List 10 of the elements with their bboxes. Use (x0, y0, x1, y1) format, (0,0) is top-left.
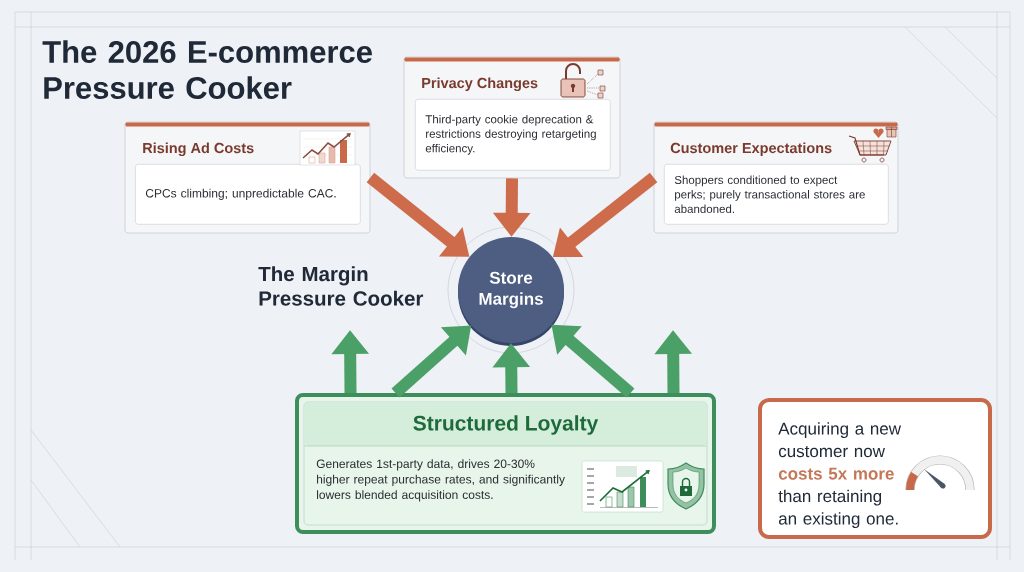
card-heading: Customer Expectations (670, 142, 832, 156)
card-heading: Privacy Changes (422, 77, 538, 92)
description-box: Third-party cookie deprecation & restrictions destroying retargeting efficiency. (415, 99, 611, 171)
subtitle: The Margin Pressure Cooker (258, 266, 424, 306)
description-text: Generates 1st-party data, drives 20-30% higher repeat purchase rates, and significantly lowers blended acquisition costs. (316, 459, 565, 502)
header-band: Structured Loyalty (304, 402, 707, 447)
callout-text: Acquiring a new customer now costs 5x more than retaining an existing one. (778, 422, 902, 529)
title: The 2026 E-commerce Pressure Cooker (42, 40, 372, 99)
card-heading: Rising Ad Costs (143, 142, 254, 157)
description-box: Shoppers conditioned to expect perks; purely transactional stores are abandoned. (664, 164, 889, 225)
